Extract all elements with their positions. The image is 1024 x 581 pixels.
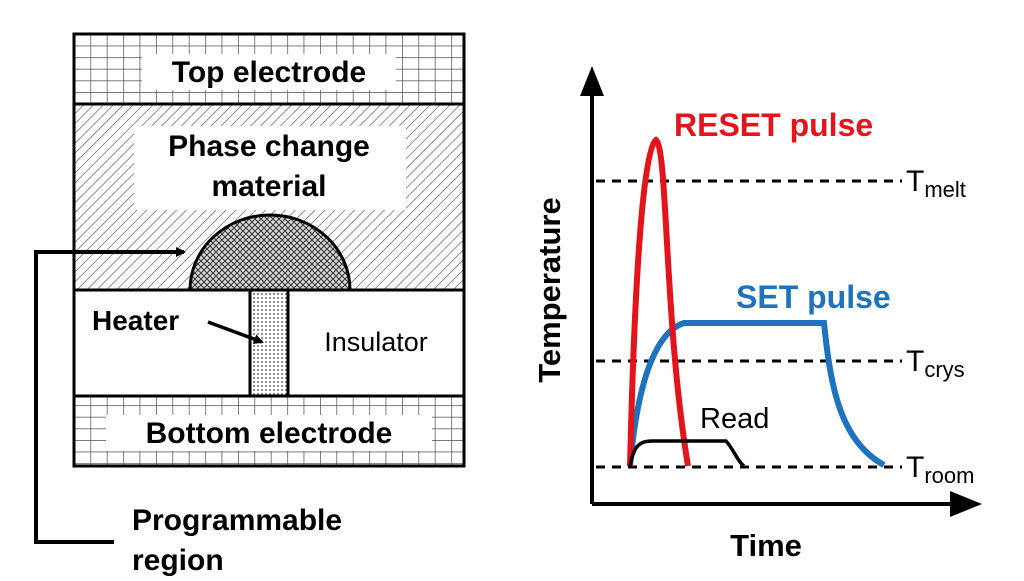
read-pulse-label: Read <box>700 403 769 435</box>
set-pulse-curve <box>627 320 886 468</box>
phase-change-label-line2: material <box>211 170 326 203</box>
set-pulse-label: SET pulse <box>736 279 891 315</box>
programmable-region-dome <box>188 213 352 292</box>
bottom-electrode-label: Bottom electrode <box>146 417 393 450</box>
heater-label: Heater <box>92 305 179 336</box>
temperature-time-graph: Temperature Time Tmelt Tcrys Troom RESET… <box>532 66 982 563</box>
reset-pulse-curve <box>627 136 691 467</box>
y-axis-label: Temperature <box>532 197 567 383</box>
phase-change-label-line1: Phase change <box>168 130 370 163</box>
reset-pulse-label: RESET pulse <box>674 107 873 143</box>
insulator-label: Insulator <box>324 327 428 357</box>
programmable-region-callout <box>34 247 186 544</box>
melt-threshold-label: Tmelt <box>906 165 966 202</box>
room-threshold-label: Troom <box>906 451 974 488</box>
heater-arrow <box>207 320 264 344</box>
programmable-region-label-line1: Programmable <box>132 504 342 537</box>
read-pulse-curve <box>628 439 746 468</box>
programmable-region-label-line2: region <box>132 544 224 577</box>
top-electrode-label: Top electrode <box>172 56 366 89</box>
heater-pillar <box>248 288 290 398</box>
x-axis-arrowhead <box>950 491 982 517</box>
x-axis-label: Time <box>730 528 802 563</box>
y-axis-arrowhead <box>580 66 604 96</box>
crys-threshold-label: Tcrys <box>906 345 965 382</box>
device-cross-section: Top electrode Phase change material Heat… <box>34 32 466 577</box>
